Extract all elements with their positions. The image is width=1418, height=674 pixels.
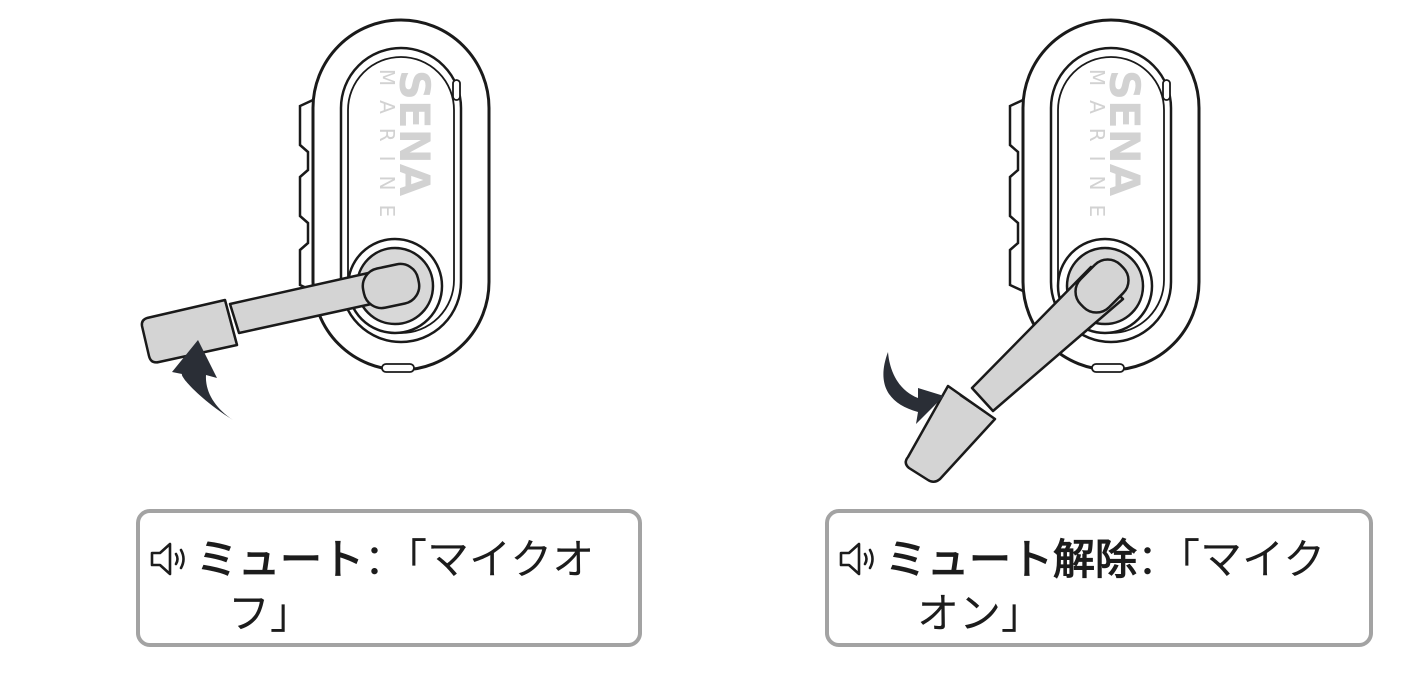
unmute-caption-panel: ミュート解除：「マイク オン」	[825, 509, 1373, 647]
caption-separator: ：	[1137, 535, 1180, 584]
device-brand-logo: SENA	[1100, 70, 1149, 197]
device-brand-logo: SENA	[390, 70, 439, 197]
caption-separator: ：	[364, 535, 407, 584]
unmute-caption-title: ミュート解除	[885, 535, 1138, 584]
mute-caption-text-line2: フ」	[228, 589, 313, 638]
rotate-down-arrow-icon	[883, 352, 944, 424]
device-sub-brand-logo: MARINE	[375, 69, 399, 231]
unmute-caption-text-line2: オン」	[917, 589, 1044, 638]
device-right: SENA MARINE	[883, 18, 1201, 483]
microphone-boom-raised	[140, 262, 421, 364]
microphone-boom-lowered	[904, 258, 1130, 483]
unmute-caption-text-line1: 「マイク	[1179, 535, 1326, 584]
rotate-up-arrow-icon	[172, 340, 233, 420]
mute-caption-panel: ミュート：「マイクオ フ」	[136, 509, 642, 647]
device-left: SENA MARINE	[140, 18, 491, 420]
speaker-sound-icon	[839, 542, 874, 576]
mute-caption-title: ミュート	[196, 535, 365, 584]
mute-caption-text-line1: 「マイクオ	[406, 535, 595, 584]
speaker-sound-icon	[150, 542, 185, 576]
device-sub-brand-logo: MARINE	[1085, 69, 1109, 231]
